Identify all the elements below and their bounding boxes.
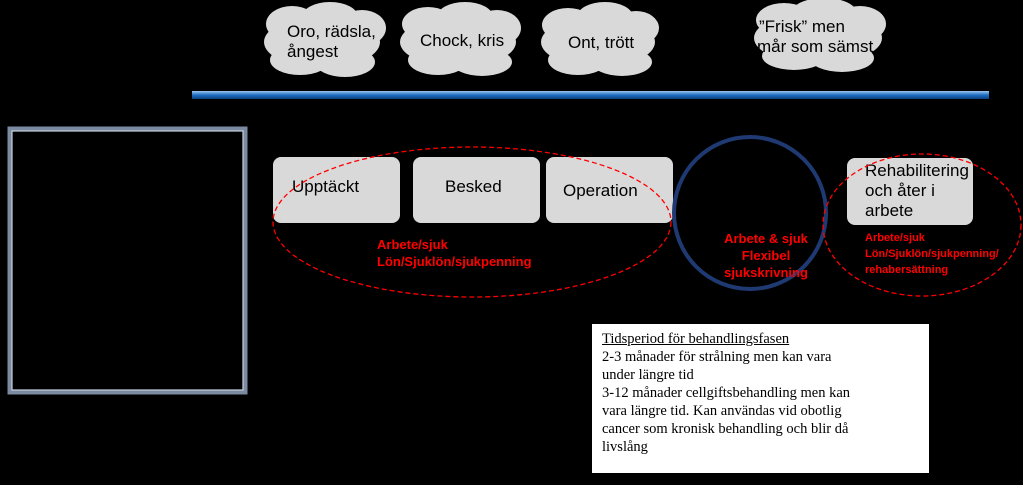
flex-sick-line1: Arbete & sjuk bbox=[724, 231, 808, 246]
treatment-phase-ellipse bbox=[272, 146, 672, 298]
stage-rehab-line2: och åter i bbox=[865, 181, 935, 200]
stage-rehab-line3: arbete bbox=[865, 201, 914, 220]
flex-sick-line3: sjukskrivning bbox=[724, 265, 808, 280]
cloud-worry-text: Oro, rädsla, ångest bbox=[287, 22, 376, 62]
cloud-pain-text: Ont, trött bbox=[568, 33, 634, 53]
rehab-phase-ellipse bbox=[822, 153, 1022, 297]
work-sick-label: Arbete/sjuk Lön/Sjuklön/sjukpenning bbox=[377, 236, 532, 270]
rehab-pay-line1: Arbete/sjuk bbox=[865, 232, 925, 244]
work-sick-line1: Arbete/sjuk bbox=[377, 237, 448, 252]
cloud-worry-line1: Oro, rädsla, bbox=[287, 22, 376, 41]
rehab-pay-line3: rehabersättning bbox=[865, 264, 949, 276]
stage-diagnosis: Besked bbox=[413, 157, 540, 223]
stage-discovery-label: Upptäckt bbox=[292, 177, 360, 196]
cloud-healthy-text: ”Frisk” men mår som sämst bbox=[757, 17, 883, 57]
stage-operation-label: Operation bbox=[563, 181, 638, 200]
stage-diagnosis-label: Besked bbox=[445, 177, 502, 196]
notes-line1: 2-3 månader för strålning men kan vara bbox=[602, 349, 832, 365]
notes-line6: livslång bbox=[602, 439, 648, 455]
cloud-worry-line2: ångest bbox=[287, 42, 339, 61]
stage-rehab-text: Rehabilitering och åter i arbete bbox=[865, 161, 969, 221]
flexible-phase-circle bbox=[672, 135, 828, 291]
stage-discovery: Upptäckt bbox=[273, 157, 400, 223]
flex-sick-label: Arbete & sjuk Flexibel sjukskrivning bbox=[706, 230, 826, 281]
cloud-shock-line1: Chock, kris bbox=[420, 31, 505, 50]
cloud-healthy-line2: mår som sämst bbox=[757, 37, 874, 56]
notes-line4: vara längre tid. Kan användas vid obotli… bbox=[602, 403, 842, 419]
notes-line3: 3-12 månader cellgiftsbehandling men kan bbox=[602, 385, 851, 401]
rehab-pay-line2: Lön/Sjuklön/sjukpenning/ bbox=[865, 248, 999, 260]
notes-title: Tidsperiod för behandlingsfasen bbox=[602, 331, 790, 347]
stage-rehab: Rehabilitering och åter i arbete bbox=[847, 158, 973, 225]
flex-sick-line2: Flexibel bbox=[741, 248, 791, 263]
cloud-healthy-line1: ”Frisk” men bbox=[759, 17, 845, 36]
rehab-pay-label: Arbete/sjuk Lön/Sjuklön/sjukpenning/ reh… bbox=[865, 230, 999, 278]
cloud-shock-text: Chock, kris bbox=[420, 31, 504, 51]
treatment-period-notes: Tidsperiod för behandlingsfasen 2-3 måna… bbox=[592, 324, 929, 473]
cloud-pain-line1: Ont, trött bbox=[568, 33, 635, 52]
work-sick-line2: Lön/Sjuklön/sjukpenning bbox=[377, 254, 532, 269]
notes-line2: under längre tid bbox=[602, 367, 694, 383]
stage-rehab-line1: Rehabilitering bbox=[865, 161, 969, 180]
notes-line5: cancer som kronisk behandling och blir d… bbox=[602, 421, 849, 437]
